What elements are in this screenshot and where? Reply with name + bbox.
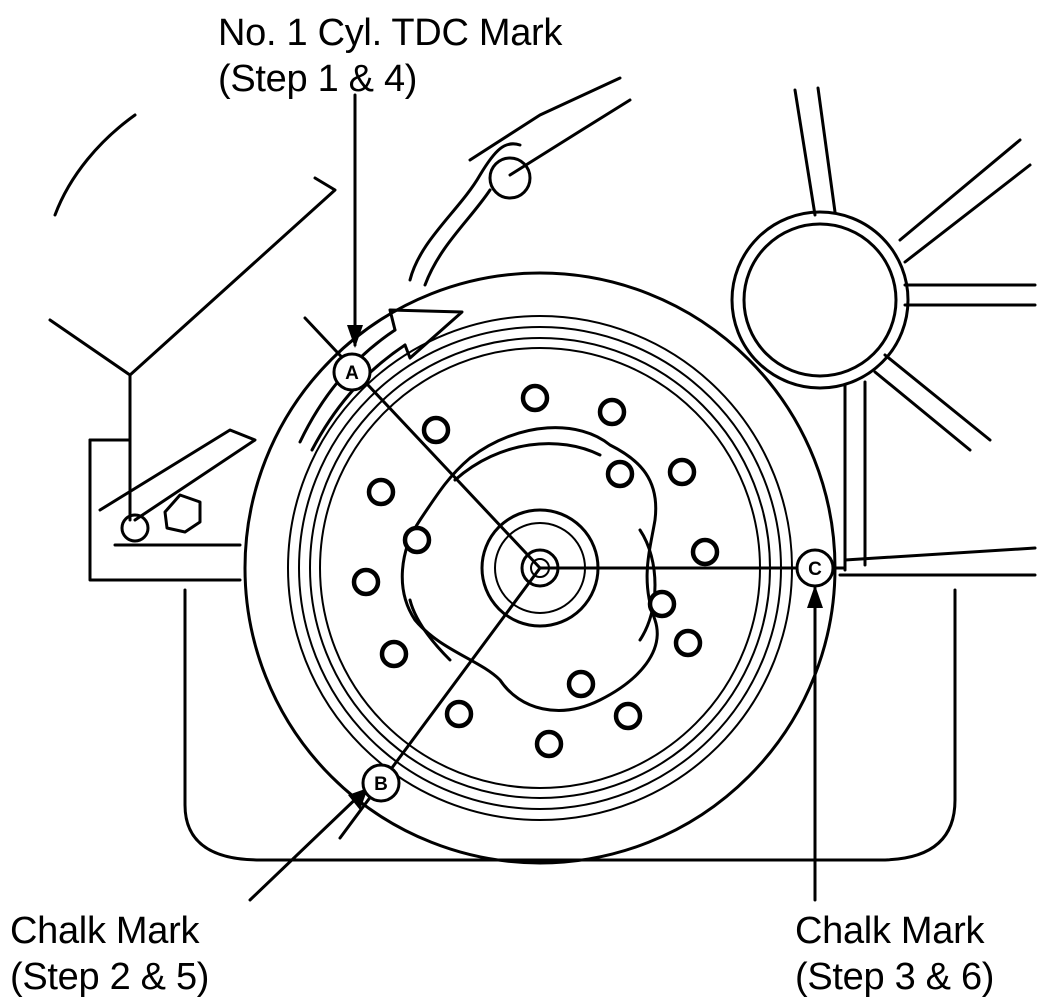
chalk-mark-b-steps: (Step 2 & 5) <box>10 956 210 998</box>
engine-block-outline <box>48 76 1037 862</box>
fan-pulley <box>730 86 1037 572</box>
marker-c-label: C <box>808 559 822 580</box>
chalk-mark-c-steps: (Step 3 & 6) <box>795 956 995 998</box>
chalk-mark-c-title: Chalk Mark <box>795 910 985 952</box>
marker-a-label: A <box>345 363 359 384</box>
marker-b: B <box>361 763 401 803</box>
tdc-mark-title: No. 1 Cyl. TDC Mark <box>218 12 563 54</box>
cover-bolt <box>408 142 532 287</box>
tdc-mark-steps: (Step 1 & 4) <box>218 58 418 100</box>
chalk-mark-b-title: Chalk Mark <box>10 910 200 952</box>
marker-b-label: B <box>374 774 388 795</box>
leader-lines <box>248 93 847 902</box>
bracket <box>98 428 257 543</box>
marker-a: A <box>332 352 372 392</box>
marker-c: C <box>795 548 835 588</box>
